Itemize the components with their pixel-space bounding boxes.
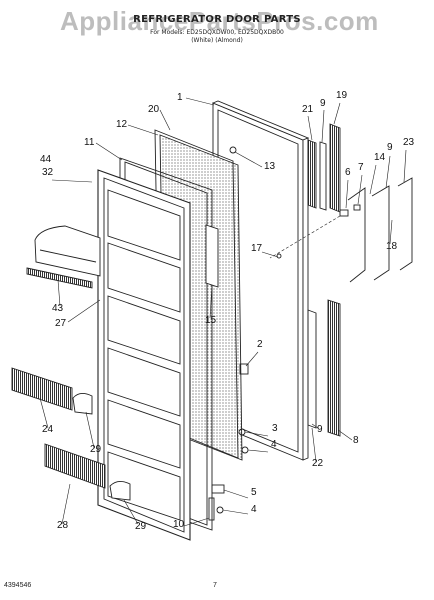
part-label-22: 22 bbox=[312, 458, 324, 469]
part-label-20: 20 bbox=[148, 104, 160, 115]
part-label-9: 9 bbox=[387, 142, 393, 153]
part-label-4: 4 bbox=[251, 504, 257, 515]
bin-clip-29b bbox=[109, 481, 131, 501]
part-label-44: 44 bbox=[40, 154, 52, 165]
part-label-19: 19 bbox=[336, 90, 348, 101]
plug-17 bbox=[276, 253, 282, 259]
shelf-bin-28 bbox=[44, 443, 106, 489]
screw-4 bbox=[241, 446, 249, 454]
diagram-subtitle: For Models: ED25DQXDW00, ED25DQXDB00 bbox=[150, 29, 284, 36]
part-label-14: 14 bbox=[374, 152, 386, 163]
part-label-7: 7 bbox=[358, 162, 364, 173]
dispenser-slot bbox=[205, 224, 219, 288]
handle-brackets bbox=[339, 177, 413, 283]
part-label-23: 23 bbox=[403, 137, 415, 148]
lower-handle bbox=[307, 299, 341, 437]
cam-2 bbox=[239, 363, 249, 375]
part-label-24: 24 bbox=[42, 424, 54, 435]
document-id: 4394546 bbox=[4, 582, 32, 589]
diagram-title: REFRIGERATOR DOOR PARTS bbox=[133, 14, 301, 25]
screw-4b bbox=[216, 506, 224, 514]
part-label-2: 2 bbox=[257, 339, 263, 350]
watermark: AppliancePartsPros.com bbox=[60, 6, 379, 36]
part-label-11: 11 bbox=[84, 137, 95, 148]
hinge-5 bbox=[211, 484, 225, 494]
screw-13 bbox=[229, 146, 237, 154]
part-label-8: 8 bbox=[353, 435, 359, 446]
shelf-bin-24 bbox=[11, 367, 73, 411]
part-label-32: 32 bbox=[42, 167, 54, 178]
part-label-5: 5 bbox=[251, 487, 257, 498]
part-label-1: 1 bbox=[177, 92, 183, 103]
part-label-9: 9 bbox=[317, 424, 323, 435]
leader-lines bbox=[39, 97, 407, 527]
part-label-6: 6 bbox=[345, 167, 351, 178]
part-label-9: 9 bbox=[320, 98, 326, 109]
part-label-18: 18 bbox=[386, 241, 398, 252]
part-label-29: 29 bbox=[90, 444, 102, 455]
part-label-15: 15 bbox=[205, 315, 217, 326]
page-number: 7 bbox=[213, 582, 217, 589]
part-label-12: 12 bbox=[116, 119, 128, 130]
dispenser-cover bbox=[26, 225, 101, 289]
stop-10 bbox=[208, 497, 215, 521]
bin-clip-29a bbox=[72, 393, 93, 415]
part-label-10: 10 bbox=[173, 519, 185, 530]
part-label-29: 29 bbox=[135, 521, 147, 532]
part-label-27: 27 bbox=[55, 318, 67, 329]
upper-handle bbox=[307, 123, 341, 213]
inner-door-liner bbox=[97, 169, 191, 541]
part-label-13: 13 bbox=[264, 161, 276, 172]
part-label-3: 3 bbox=[272, 423, 278, 434]
part-label-4: 4 bbox=[271, 439, 277, 450]
part-label-28: 28 bbox=[57, 520, 69, 531]
part-label-17: 17 bbox=[251, 243, 263, 254]
part-label-43: 43 bbox=[52, 303, 64, 314]
part-label-21: 21 bbox=[302, 104, 314, 115]
diagram-variants: (White) (Almond) bbox=[191, 37, 243, 44]
